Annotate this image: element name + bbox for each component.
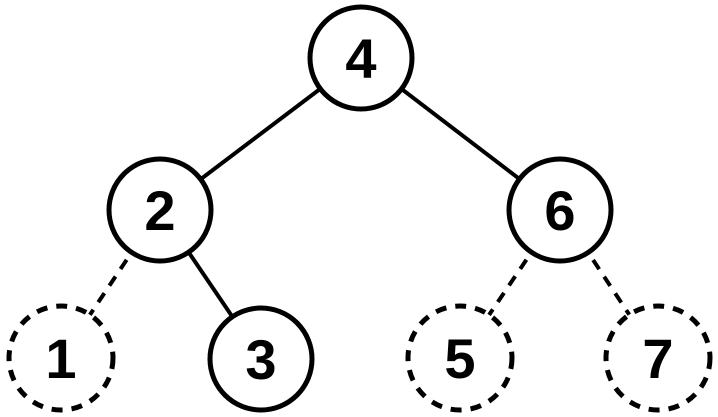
tree-node-3: 3 [207,305,315,413]
solid-node-circle [207,305,315,413]
solid-node-circle [106,156,214,264]
solid-node-circle [506,156,614,264]
tree-node-5: 5 [405,303,515,413]
tree-node-2: 2 [106,156,214,264]
dashed-node-circle [6,303,116,413]
dashed-node-circle [603,303,713,413]
node-label-6: 6 [544,179,575,242]
tree-node-6: 6 [506,156,614,264]
tree-node-7: 7 [603,303,713,413]
tree-node-1: 1 [6,303,116,413]
node-label-2: 2 [144,179,175,242]
tree-node-4: 4 [307,4,415,112]
node-label-1: 1 [45,327,76,390]
node-label-5: 5 [444,327,475,390]
node-label-7: 7 [642,327,673,390]
node-label-4: 4 [345,27,376,90]
solid-node-circle [307,4,415,112]
node-label-3: 3 [245,328,276,391]
dashed-node-circle [405,303,515,413]
